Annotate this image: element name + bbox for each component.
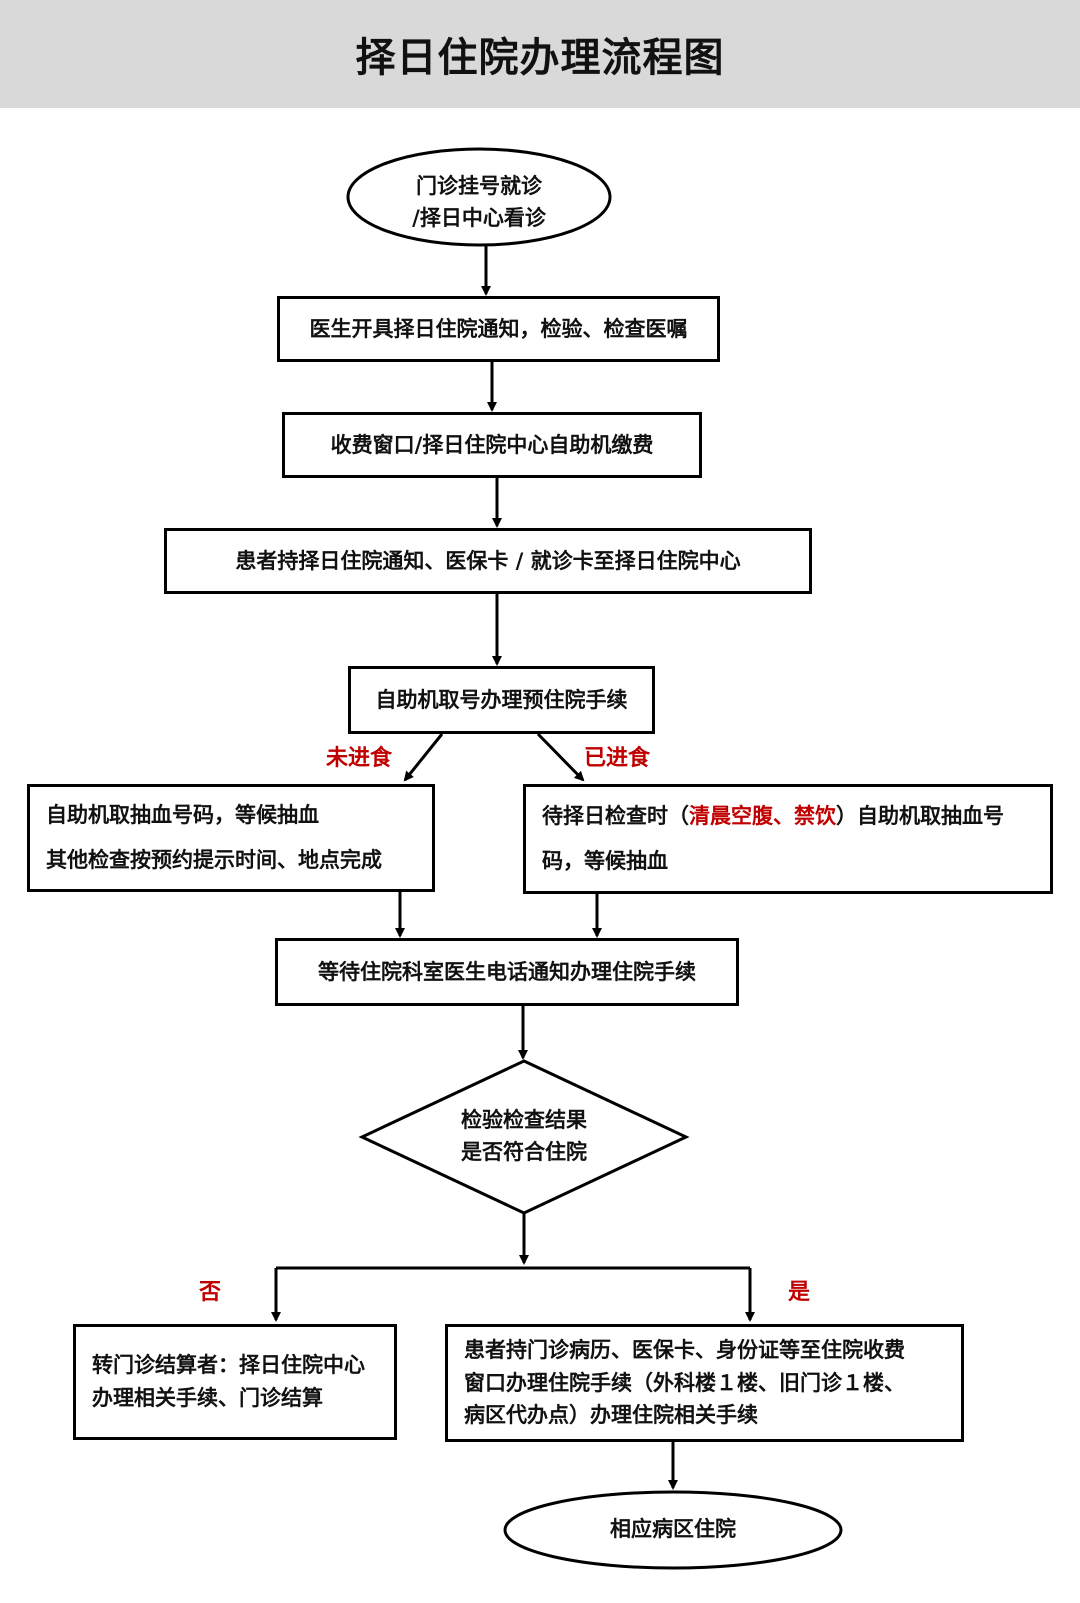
decision-line2: 是否符合住院 xyxy=(461,1139,587,1164)
yes-branch-box: 患者持门诊病历、医保卡、身份证等至住院收费 窗口办理住院手续（外科楼１楼、旧门诊… xyxy=(445,1324,964,1442)
branch-label-yes: 是 xyxy=(788,1280,811,1305)
doctor-notice-text: 医生开具择日住院通知，检验、检查医嘱 xyxy=(309,316,688,341)
yes-branch-line3: 病区代办点）办理住院相关手续 xyxy=(464,1403,758,1428)
branch-label-not-eaten: 未进食 xyxy=(326,746,393,771)
doctor-notice-box: 医生开具择日住院通知，检验、检查医嘱 xyxy=(277,296,720,362)
not-fasting-box: 自助机取抽血号码，等候抽血 其他检查按预约提示时间、地点完成 xyxy=(27,784,435,892)
wait-call-text: 等待住院科室医生电话通知办理住院手续 xyxy=(318,959,696,984)
title-bar: 择日住院办理流程图 xyxy=(0,0,1080,108)
payment-box: 收费窗口/择日住院中心自助机缴费 xyxy=(282,412,702,478)
arrow-preadmission-to-not-fasting xyxy=(403,733,444,782)
no-branch-box: 转门诊结算者：择日住院中心 办理相关手续、门诊结算 xyxy=(73,1324,397,1440)
not-fasting-line1: 自助机取抽血号码，等候抽血 xyxy=(46,803,319,828)
not-fasting-line2: 其他检查按预约提示时间、地点完成 xyxy=(46,848,382,872)
no-branch-line2: 办理相关手续、门诊结算 xyxy=(92,1386,323,1410)
payment-text: 收费窗口/择日住院中心自助机缴费 xyxy=(330,432,654,457)
start-node-line2: /择日中心看诊 xyxy=(412,205,546,230)
start-node: 门诊挂号就诊 /择日中心看诊 xyxy=(379,171,579,234)
end-node-text: 相应病区住院 xyxy=(610,1517,736,1541)
fasting-line1-post: ）自助机取抽血号 xyxy=(836,804,1004,829)
end-node: 相应病区住院 xyxy=(573,1514,773,1546)
end-ellipse xyxy=(503,1490,843,1570)
fasting-box: 待择日检查时（清晨空腹、禁饮）自助机取抽血号 码，等候抽血 xyxy=(523,784,1053,894)
go-to-center-box: 患者持择日住院通知、医保卡 / 就诊卡至择日住院中心 xyxy=(164,528,812,594)
start-ellipse xyxy=(346,147,612,247)
fasting-line2: 码，等候抽血 xyxy=(542,849,668,873)
decision-node: 检验检查结果 是否符合住院 xyxy=(424,1105,624,1168)
wait-call-box: 等待住院科室医生电话通知办理住院手续 xyxy=(275,938,739,1006)
fasting-line1-pre: 待择日检查时（ xyxy=(542,804,689,829)
branch-label-eaten: 已进食 xyxy=(584,746,651,771)
fasting-line1-highlight: 清晨空腹、禁饮 xyxy=(689,804,836,829)
yes-branch-line2: 窗口办理住院手续（外科楼１楼、旧门诊１楼、 xyxy=(464,1370,905,1395)
branch-label-no: 否 xyxy=(199,1280,222,1305)
fasting-line1: 待择日检查时（清晨空腹、禁饮）自助机取抽血号 xyxy=(542,800,1034,833)
pre-admission-text: 自助机取号办理预住院手续 xyxy=(375,687,628,712)
yes-branch-line1: 患者持门诊病历、医保卡、身份证等至住院收费 xyxy=(464,1338,905,1363)
no-branch-line1: 转门诊结算者：择日住院中心 xyxy=(92,1353,365,1378)
page-title: 择日住院办理流程图 xyxy=(355,35,725,81)
pre-admission-box: 自助机取号办理预住院手续 xyxy=(348,666,655,734)
decision-line1: 检验检查结果 xyxy=(461,1108,587,1132)
start-node-line1: 门诊挂号就诊 xyxy=(416,174,542,198)
go-to-center-text: 患者持择日住院通知、医保卡 / 就诊卡至择日住院中心 xyxy=(235,548,741,573)
arrow-preadmission-to-fasting xyxy=(536,732,585,782)
